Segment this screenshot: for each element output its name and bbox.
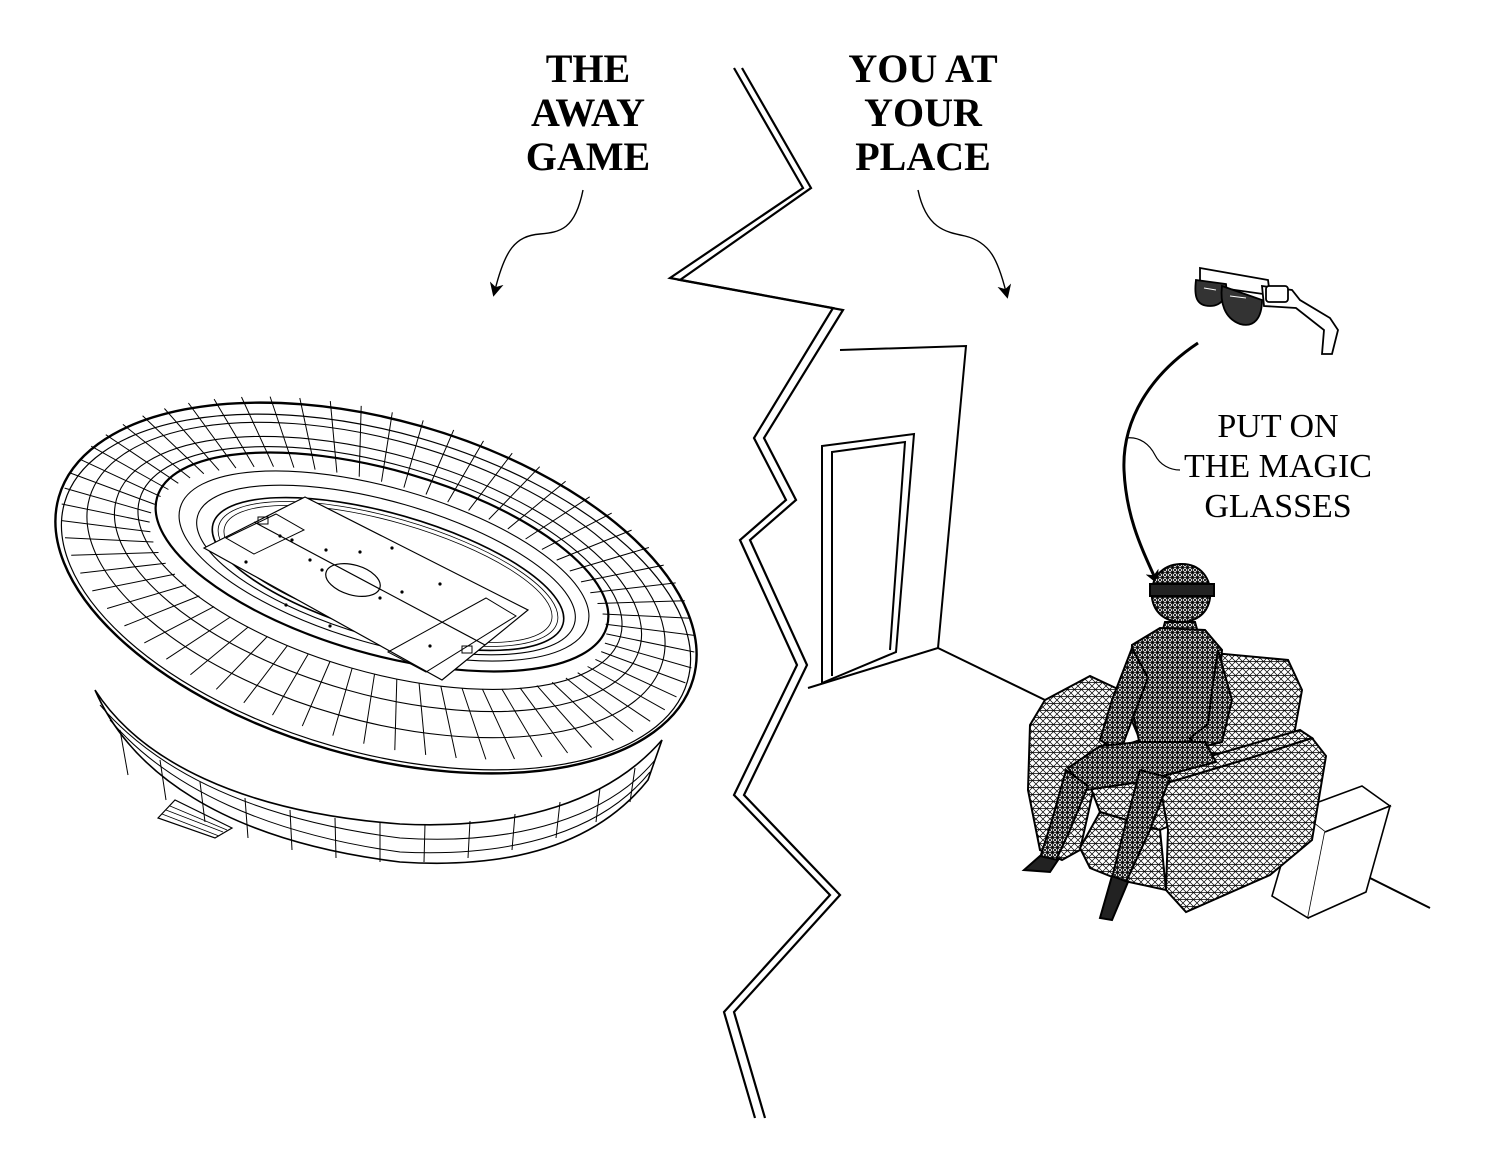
stadium-roof-rib: [215, 636, 268, 690]
stadium-roof-rib: [541, 512, 612, 550]
stadium-roof-rib: [587, 666, 666, 711]
stadium-roof-rib: [418, 683, 427, 755]
stadium-roof-rib: [122, 424, 191, 479]
away-game-caption: THE AWAY GAME: [498, 47, 678, 179]
stadium-roof-rib: [299, 397, 316, 470]
stadium-roof-rib: [363, 674, 375, 744]
away-game-line-1: THE: [545, 46, 631, 91]
stadium-roof-rib: [440, 686, 457, 759]
your-place-arrow: [917, 189, 1012, 299]
magic-glasses-line-3: GLASSES: [1204, 488, 1352, 525]
stadium-roof-rib: [213, 398, 255, 468]
stadium-roof-rib: [507, 480, 566, 530]
stadium-roof-rib: [602, 613, 692, 619]
stadium-roof-rib: [142, 415, 205, 475]
stadium-roof-rib: [241, 396, 274, 467]
stadium-roof-rib: [329, 401, 338, 473]
stadium-roof-rib: [358, 405, 362, 477]
your-place-caption: YOU AT YOUR PLACE: [818, 47, 1028, 179]
stadium-roof-rib: [272, 653, 309, 716]
stadium-roof-rib: [61, 503, 150, 523]
stadium-roof-rib: [187, 402, 237, 469]
stadium-roof-rib: [394, 679, 398, 751]
stadium-roof-rib: [105, 434, 179, 484]
stadium-roof-rib: [90, 445, 169, 490]
stadium-roof-rib: [595, 658, 677, 698]
stadium-roof-rib: [461, 688, 487, 760]
stadium-illustration: [54, 396, 698, 865]
glasses-arrow: [1122, 341, 1199, 585]
your-place-line-1: YOU AT: [848, 46, 998, 91]
stadium-roof-rib: [605, 623, 695, 636]
stadium-roof-rib: [79, 458, 161, 498]
seated-person-illustration: [1021, 562, 1328, 922]
stadium-roof-rib: [590, 582, 676, 594]
stadium-roof-rib: [243, 645, 288, 704]
ar-glasses-illustration: [1194, 266, 1339, 355]
stadium-roof-rib: [577, 672, 651, 722]
stadium-roof-rib: [144, 606, 215, 644]
stadium-roof-rib: [565, 677, 634, 732]
stadium-roof-rib: [381, 412, 393, 482]
stadium-roof-rib: [606, 633, 695, 653]
stadium-roof-rib: [597, 600, 685, 604]
stadium-roof-rib: [61, 520, 151, 533]
stadium-roof-rib: [403, 420, 424, 488]
stadium-roof-rib: [106, 584, 187, 609]
magic-glasses-line-2: THE MAGIC: [1184, 448, 1372, 485]
stadium-roof-rib: [488, 466, 541, 520]
stadium-roof-rib: [124, 595, 200, 627]
stadium-roof-rib: [425, 429, 455, 495]
stadium-roof-rib: [92, 573, 176, 592]
stadium-roof-rib: [64, 537, 154, 543]
magic-glasses-caption: PUT ON THE MAGIC GLASSES: [1168, 407, 1388, 527]
stadium-roof-rib: [551, 681, 614, 741]
stadium-roof-rib: [190, 626, 249, 676]
stadium-roof-rib: [70, 472, 155, 505]
stadium-roof-rib: [269, 396, 295, 468]
stadium-roof-rib: [569, 547, 650, 572]
magic-glasses-line-1: PUT ON: [1217, 408, 1339, 445]
room-illustration: [807, 344, 1431, 920]
stadium-roof-rib: [332, 668, 353, 736]
stadium-roof-rib: [482, 689, 515, 760]
stadium-roof-rib: [468, 452, 513, 511]
stadium-roof-rib: [447, 440, 484, 503]
stadium-roof-rib: [536, 685, 592, 748]
glasses-label-connector: [1125, 437, 1181, 471]
stadium-roof-rib: [301, 661, 331, 727]
stadium-roof-rib: [164, 408, 220, 471]
stadium-roof-rib: [580, 564, 664, 583]
your-place-line-3: PLACE: [855, 134, 991, 179]
zigzag-divider: [667, 67, 845, 1119]
stadium-roof-rib: [64, 487, 152, 514]
your-place-line-2: YOUR: [864, 90, 982, 135]
stadium-roof-rib: [556, 529, 632, 561]
away-game-arrow: [489, 189, 584, 297]
away-game-line-3: GAME: [525, 134, 651, 179]
stadium-roof-rib: [525, 496, 590, 540]
stadium-roof-rib: [519, 687, 569, 754]
stadium-roof-rib: [604, 642, 692, 669]
stadium-roof-rib: [80, 562, 166, 574]
away-game-line-2: AWAY: [530, 90, 646, 135]
stadium-roof-rib: [601, 651, 686, 684]
stadium-roof-rib: [501, 688, 543, 758]
stadium-roof-rib: [166, 616, 231, 660]
stadium-roof-rib: [71, 552, 159, 556]
